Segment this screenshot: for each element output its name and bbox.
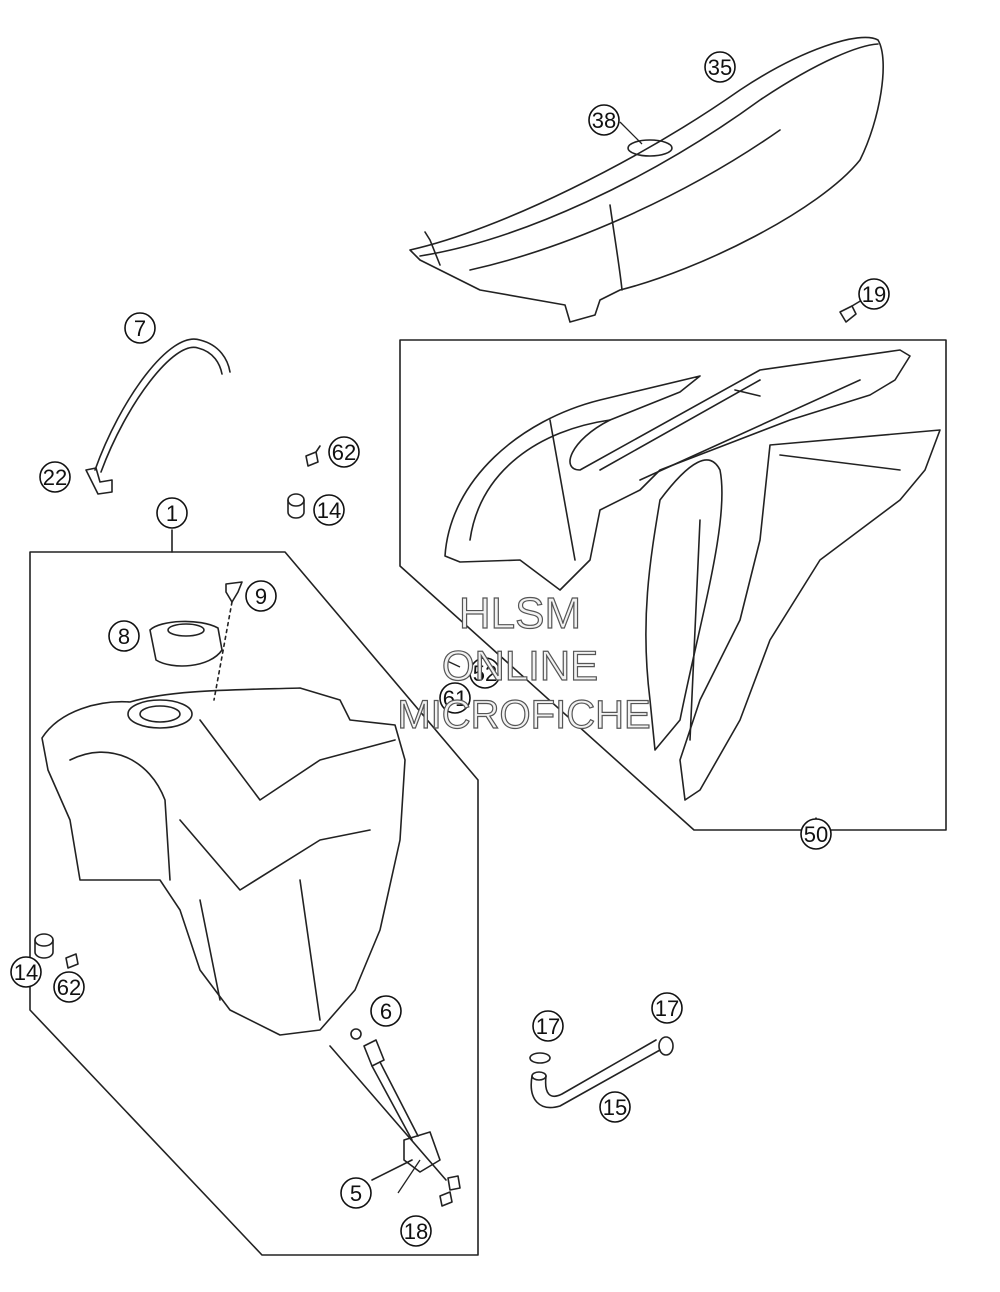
fuel-hose-part: [530, 1039, 661, 1109]
svg-text:52: 52: [473, 661, 497, 686]
svg-text:8: 8: [118, 624, 130, 649]
breather-hose-part: [94, 338, 231, 473]
svg-text:15: 15: [603, 1095, 627, 1120]
left-shroud-part: [444, 349, 911, 591]
bushing-14-top-part: [287, 493, 305, 519]
callout-18: 18: [400, 1215, 432, 1247]
fuel-cap-part: [149, 620, 223, 667]
callout-8: 8: [108, 620, 140, 652]
watermark-line-3: MICROFICHE: [397, 693, 650, 737]
hose-clamp-17-left-part: [529, 1052, 551, 1064]
svg-text:14: 14: [14, 960, 38, 985]
svg-text:7: 7: [134, 316, 146, 341]
callout-1: 1: [156, 497, 188, 529]
fuel-tank-part: [41, 687, 406, 1036]
hose-clamp-17-right-part: [658, 1036, 674, 1056]
screw-18-part: [439, 1175, 461, 1207]
elbow-fitting-part: [85, 467, 113, 495]
callout-22: 22: [39, 461, 71, 493]
svg-text:1: 1: [166, 501, 178, 526]
callout-7: 7: [124, 312, 156, 344]
svg-text:35: 35: [708, 55, 732, 80]
callout-62-bottom: 62: [53, 971, 85, 1003]
svg-text:38: 38: [592, 108, 616, 133]
callout-52: 52: [469, 657, 501, 689]
svg-text:5: 5: [350, 1181, 362, 1206]
svg-text:9: 9: [255, 584, 267, 609]
callout-17-left: 17: [532, 1010, 564, 1042]
callout-62-top: 62: [328, 436, 360, 468]
svg-text:61: 61: [443, 686, 467, 711]
watermark-line-2: ONLINE: [442, 642, 598, 689]
callout-15: 15: [599, 1091, 631, 1123]
fuel-tap-part: [329, 1028, 447, 1181]
right-shroud-part: [645, 429, 941, 801]
shroud-kit-frame: [399, 339, 947, 831]
svg-text:62: 62: [57, 975, 81, 1000]
callout-50: 50: [800, 818, 832, 850]
fuel-tank-assembly-frame: [29, 551, 479, 1256]
callout-38: 38: [588, 104, 620, 136]
screw-62-bottom-part: [65, 953, 79, 969]
callout-19: 19: [858, 278, 890, 310]
callout-17-right: 17: [651, 992, 683, 1024]
callout-14-top: 14: [313, 494, 345, 526]
svg-text:14: 14: [317, 498, 341, 523]
svg-text:50: 50: [804, 822, 828, 847]
watermark: HLSM ONLINE MICROFICHE: [397, 588, 652, 737]
svg-text:19: 19: [862, 282, 886, 307]
callout-9: 9: [245, 580, 277, 612]
screw-62-top-part: [305, 445, 321, 467]
callout-6: 6: [370, 995, 402, 1027]
svg-text:62: 62: [332, 440, 356, 465]
svg-text:18: 18: [404, 1219, 428, 1244]
svg-text:17: 17: [655, 996, 679, 1021]
breather-valve-part: [213, 581, 243, 701]
svg-text:17: 17: [536, 1014, 560, 1039]
callout-61: 61: [439, 682, 471, 714]
bolt-19-part: [839, 299, 863, 323]
seat-part: [409, 36, 884, 323]
callout-14-bottom: 14: [10, 956, 42, 988]
svg-text:6: 6: [380, 999, 392, 1024]
callout-35: 35: [704, 51, 736, 83]
bushing-14-bottom-part: [34, 933, 54, 959]
callout-5: 5: [340, 1177, 372, 1209]
watermark-line-1: HLSM: [459, 589, 581, 638]
svg-text:22: 22: [43, 465, 67, 490]
